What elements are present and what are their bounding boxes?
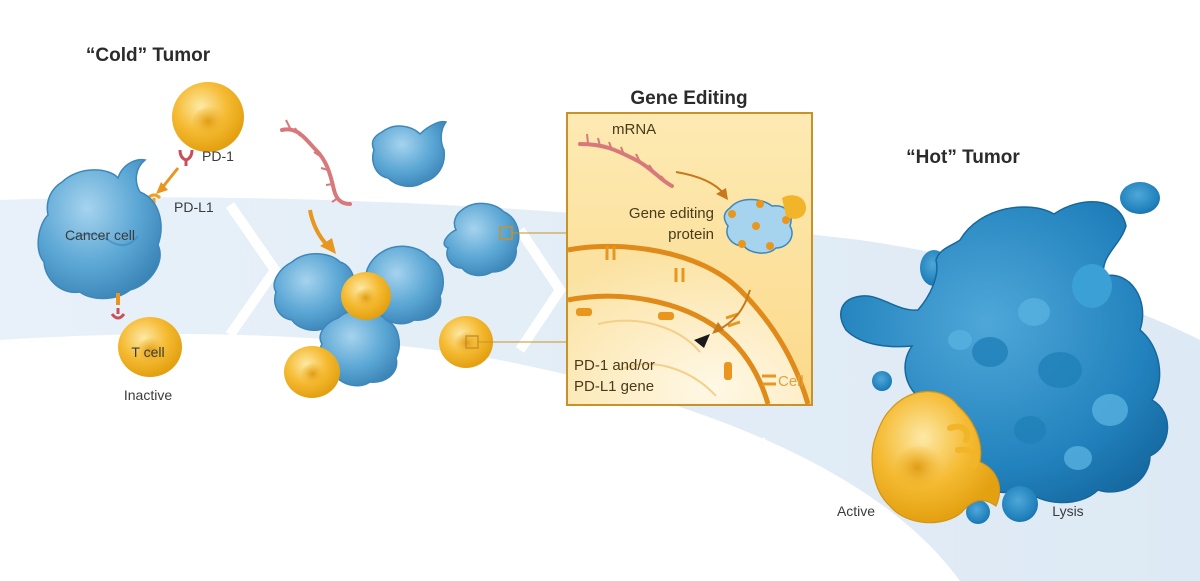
gene-label-line2: PD-L1 gene [574, 378, 654, 395]
protein-label-line2: protein [668, 226, 714, 243]
cell-label: Cell [778, 373, 804, 390]
dna-segments [576, 308, 732, 380]
band-chevron-3 [755, 437, 807, 563]
t-cell-label: T cell [131, 344, 164, 360]
band-chevron-2 [515, 227, 567, 353]
cancer-cell-mid-top [371, 120, 448, 188]
pd1-receptor [178, 149, 194, 166]
tcell-inactive [118, 317, 182, 377]
cancer-cell-cold [37, 158, 162, 300]
gene-editing-protein [723, 195, 806, 254]
pdl1-label: PD-L1 [174, 199, 214, 215]
mrna-strand-inset [578, 142, 674, 188]
mrna-label: mRNA [612, 121, 656, 138]
tcell-active [871, 390, 1001, 524]
cancer-cell-mid-right [443, 202, 520, 277]
active-label: Active [837, 503, 875, 519]
band-chevron-1 [225, 202, 282, 338]
pd1-label: PD-1 [202, 148, 234, 164]
pd1-arrow [160, 167, 180, 189]
inactive-label: Inactive [124, 387, 172, 403]
mrna-strand-middle [280, 127, 352, 206]
membrane-channels [605, 246, 776, 386]
tcell-cluster [284, 272, 493, 398]
hot-tumor-title: “Hot” Tumor [906, 147, 1020, 168]
lysis-label: Lysis [1052, 503, 1083, 519]
tcell-top [172, 82, 244, 152]
gene-editing-title: Gene Editing [630, 88, 747, 109]
cancer-cell-label: Cancer cell [65, 227, 135, 243]
protein-label-line1: Gene editing [629, 205, 714, 222]
cut-site-marker [694, 334, 710, 348]
cold-tumor-title: “Cold” Tumor [86, 45, 211, 66]
hot-tumor-cancer [840, 182, 1169, 524]
gene-editing-inset [566, 112, 813, 406]
gene-label-line1: PD-1 and/or [574, 357, 655, 374]
